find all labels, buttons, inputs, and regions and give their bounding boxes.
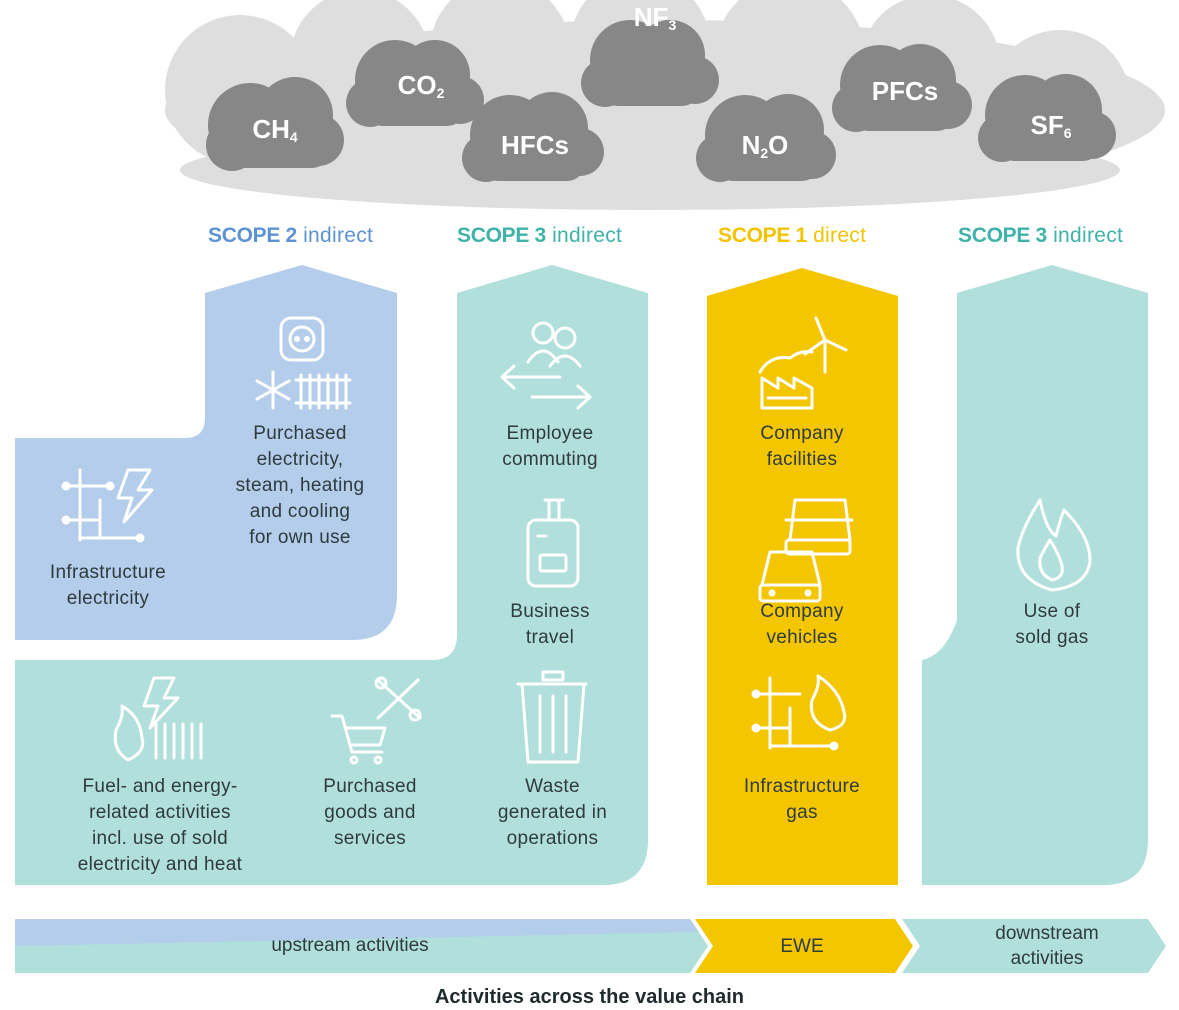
sold-gas-label: Use of sold gas bbox=[1015, 601, 1089, 648]
factory-windmill-icon bbox=[758, 316, 848, 410]
nf3-cloud bbox=[581, 20, 719, 107]
lightning-flame-radiator-icon bbox=[113, 676, 203, 762]
scope2-heading: SCOPE 2 indirect bbox=[208, 224, 374, 247]
electric-grid-icon bbox=[61, 468, 154, 543]
scope3-downstream-heading: SCOPE 3 indirect bbox=[958, 224, 1124, 247]
downstream-label: downstream activities bbox=[995, 923, 1099, 969]
footer-caption: Activities across the value chain bbox=[434, 986, 745, 1008]
scope1-heading: SCOPE 1 direct bbox=[718, 224, 867, 247]
purchased-goods-label: Purchased goods and services bbox=[323, 776, 417, 849]
snowflake-icon bbox=[255, 370, 291, 410]
hfcs-label: HFCs bbox=[501, 130, 569, 160]
fuel-energy-label: Fuel- and energy- related activities inc… bbox=[77, 776, 243, 875]
co2-label: CO2 bbox=[397, 70, 445, 101]
purchased-electricity-label: Purchased electricity, steam, heating an… bbox=[235, 423, 365, 548]
scope3-downstream-area bbox=[922, 265, 1148, 885]
co2-cloud bbox=[346, 40, 484, 127]
ewe-arrow bbox=[695, 919, 913, 973]
radiator-icon bbox=[294, 373, 352, 410]
pfcs-cloud bbox=[832, 44, 972, 132]
commuting-people-icon bbox=[500, 321, 592, 410]
sf6-cloud bbox=[978, 74, 1116, 162]
company-facilities-label: Company facilities bbox=[760, 423, 844, 470]
infrastructure-electricity-label: Infrastructure electricity bbox=[49, 562, 167, 609]
business-travel-label: Business travel bbox=[510, 601, 590, 648]
scope3-upstream-heading: SCOPE 3 indirect bbox=[457, 224, 623, 247]
power-socket-icon bbox=[279, 316, 325, 362]
ch4-cloud bbox=[206, 77, 344, 171]
pfcs-label: PFCs bbox=[871, 76, 939, 106]
gas-grid-icon bbox=[751, 674, 847, 751]
trash-bin-icon bbox=[516, 670, 588, 764]
suitcase-icon bbox=[526, 498, 580, 588]
cart-tools-icon bbox=[330, 676, 422, 765]
ch4-label: CH4 bbox=[252, 114, 298, 145]
waste-label: Waste generated in operations bbox=[497, 776, 608, 849]
sf6-label: SF6 bbox=[1030, 110, 1072, 141]
cars-icon bbox=[758, 498, 854, 603]
employee-commuting-label: Employee commuting bbox=[502, 423, 598, 470]
ewe-label: EWE bbox=[780, 936, 824, 957]
n2o-cloud bbox=[696, 94, 836, 182]
flame-icon bbox=[1016, 498, 1092, 592]
upstream-arrow bbox=[15, 919, 708, 973]
n2o-label: N2O bbox=[741, 130, 789, 161]
nf3-label: NF3 bbox=[633, 2, 677, 33]
downstream-arrow bbox=[902, 919, 1166, 973]
infrastructure-gas-label: Infrastructure gas bbox=[743, 776, 861, 823]
company-vehicles-label: Company vehicles bbox=[760, 601, 844, 648]
hfcs-cloud bbox=[462, 92, 604, 182]
upstream-label: upstream activities bbox=[271, 935, 429, 956]
